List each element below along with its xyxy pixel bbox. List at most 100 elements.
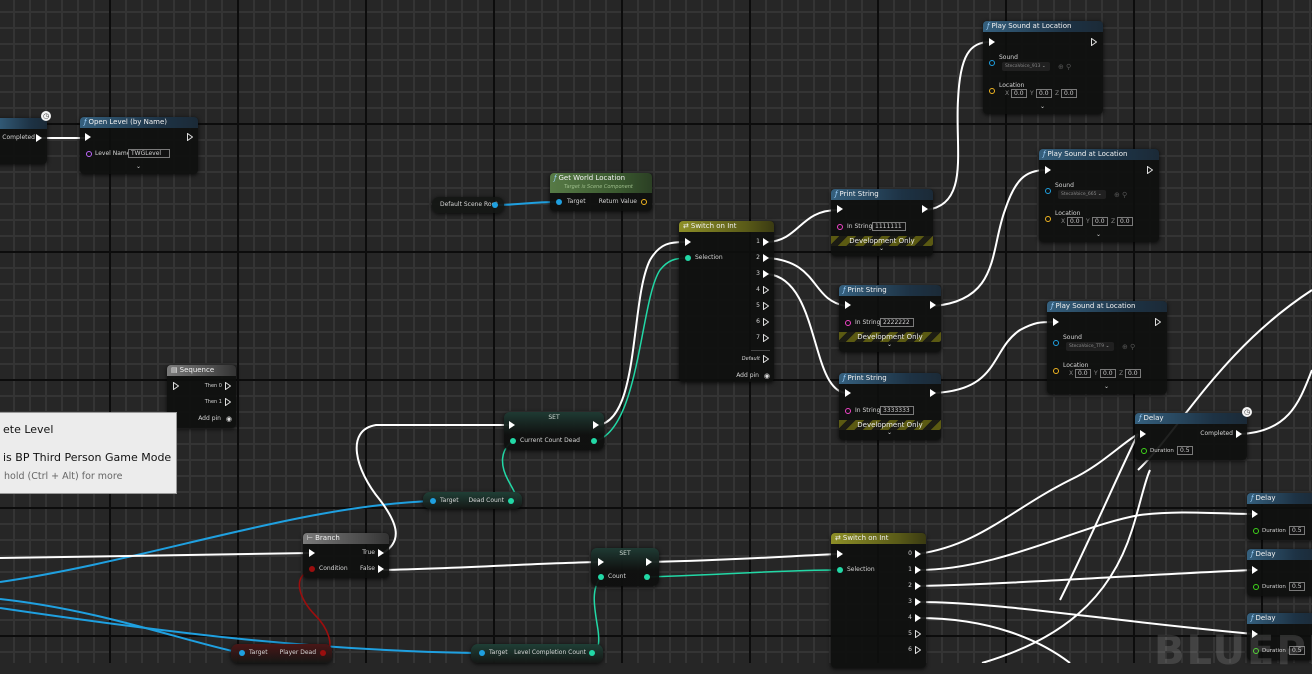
then-1-pin[interactable] xyxy=(225,398,231,406)
switch-bottom-output-pin[interactable] xyxy=(915,614,921,622)
exec-in-pin[interactable] xyxy=(989,38,995,46)
exec-in-pin[interactable] xyxy=(845,389,851,397)
level-completion-count-getter-node[interactable]: Target Level Completion Count xyxy=(471,644,603,663)
count-out-pin[interactable] xyxy=(644,574,650,580)
browse-asset-icon[interactable]: ⊕ xyxy=(1122,343,1128,351)
target-pin[interactable] xyxy=(239,650,245,656)
exec-in-pin[interactable] xyxy=(509,421,515,429)
branch-node[interactable]: ⊢Branch Condition True False xyxy=(303,533,389,578)
sound-asset-dropdown[interactable]: StecaVoice_665 ⌄ xyxy=(1058,190,1106,199)
chevron-down-icon[interactable]: ⌄ xyxy=(879,245,885,252)
location-x-input[interactable]: 0.0 xyxy=(1011,89,1027,98)
search-asset-icon[interactable]: ⚲ xyxy=(1066,63,1072,71)
target-pin[interactable] xyxy=(430,498,436,504)
exec-in-pin[interactable] xyxy=(309,549,315,557)
return-value-pin[interactable] xyxy=(641,199,647,205)
add-pin-label[interactable]: Add pin xyxy=(736,372,759,379)
in-string-pin[interactable] xyxy=(837,224,843,230)
exec-in-pin[interactable] xyxy=(173,382,179,390)
sound-pin[interactable] xyxy=(1045,188,1051,194)
in-string-input[interactable]: 3333333 xyxy=(880,406,914,415)
search-asset-icon[interactable]: ⚲ xyxy=(1130,343,1136,351)
default-scene-root-node[interactable]: Default Scene Root xyxy=(432,197,504,213)
exec-in-pin[interactable] xyxy=(85,133,91,141)
default-exec-pin[interactable] xyxy=(763,355,769,363)
condition-pin[interactable] xyxy=(309,566,315,572)
duration-pin[interactable] xyxy=(1253,648,1259,654)
level-name-pin[interactable] xyxy=(86,151,92,157)
in-string-input[interactable]: 1111111 xyxy=(872,222,906,231)
player-dead-getter-node[interactable]: Target Player Dead xyxy=(231,644,332,663)
search-asset-icon[interactable]: ⚲ xyxy=(1122,191,1128,199)
chevron-down-icon[interactable]: ⌄ xyxy=(1040,103,1046,110)
exec-in-pin[interactable] xyxy=(1053,318,1059,326)
switch-top-output-pin[interactable] xyxy=(763,270,769,278)
exec-out-pin[interactable] xyxy=(593,421,599,429)
location-x-input[interactable]: 0.0 xyxy=(1067,217,1083,226)
exec-out-pin[interactable] xyxy=(1155,318,1161,326)
duration-pin[interactable] xyxy=(1253,528,1259,534)
browse-asset-icon[interactable]: ⊕ xyxy=(1114,191,1120,199)
exec-out-pin[interactable] xyxy=(922,205,928,213)
false-exec-pin[interactable] xyxy=(378,565,384,573)
true-exec-pin[interactable] xyxy=(378,549,384,557)
exec-in-pin[interactable] xyxy=(1140,430,1146,438)
exec-out-pin[interactable] xyxy=(930,301,936,309)
exec-out-pin[interactable] xyxy=(646,558,652,566)
in-string-input[interactable]: 2222222 xyxy=(880,318,914,327)
location-y-input[interactable]: 0.0 xyxy=(1100,369,1116,378)
exec-out-pin[interactable] xyxy=(1147,166,1153,174)
exec-in-pin[interactable] xyxy=(1252,510,1258,518)
exec-out-pin[interactable] xyxy=(930,389,936,397)
level-name-input[interactable]: TWGLevel xyxy=(128,149,170,158)
player-dead-out-pin[interactable] xyxy=(320,650,326,656)
sound-pin[interactable] xyxy=(989,60,995,66)
switch-bottom-output-pin[interactable] xyxy=(915,550,921,558)
add-pin-icon[interactable]: ◉ xyxy=(763,372,770,380)
selection-pin[interactable] xyxy=(837,567,843,573)
exec-in-pin[interactable] xyxy=(1045,166,1051,174)
exec-in-pin[interactable] xyxy=(598,558,604,566)
exec-in-pin[interactable] xyxy=(845,301,851,309)
exec-out-pin[interactable] xyxy=(1091,38,1097,46)
exec-out-pin[interactable] xyxy=(187,133,193,141)
dead-count-out-pin[interactable] xyxy=(508,498,514,504)
completed-exec-pin[interactable] xyxy=(36,134,42,142)
switch-top-output-pin[interactable] xyxy=(763,318,769,326)
switch-top-output-pin[interactable] xyxy=(763,334,769,342)
exec-in-pin[interactable] xyxy=(837,550,843,558)
add-pin-label[interactable]: Add pin xyxy=(198,415,221,422)
current-count-dead-out-pin[interactable] xyxy=(591,438,597,444)
level-completion-count-out-pin[interactable] xyxy=(589,650,595,656)
switch-top-output-pin[interactable] xyxy=(763,254,769,262)
chevron-down-icon[interactable]: ⌄ xyxy=(887,341,893,348)
chevron-down-icon[interactable]: ⌄ xyxy=(136,163,142,170)
switch-bottom-output-pin[interactable] xyxy=(915,646,921,654)
duration-input[interactable]: 0.5 xyxy=(1289,646,1305,655)
browse-asset-icon[interactable]: ⊕ xyxy=(1058,63,1064,71)
then-0-pin[interactable] xyxy=(225,382,231,390)
selection-pin[interactable] xyxy=(685,255,691,261)
location-z-input[interactable]: 0.0 xyxy=(1061,89,1077,98)
timer-node[interactable]: Completed xyxy=(0,118,47,164)
duration-pin[interactable] xyxy=(1253,584,1259,590)
exec-in-pin[interactable] xyxy=(1252,566,1258,574)
dead-count-getter-node[interactable]: Target Dead Count xyxy=(423,492,522,509)
duration-pin[interactable] xyxy=(1141,448,1147,454)
sound-asset-dropdown[interactable]: StecaVoice_913 ⌄ xyxy=(1002,62,1050,71)
sequence-node[interactable]: ▤Sequence Then 0 Then 1 Add pin ◉ xyxy=(167,365,236,428)
duration-input[interactable]: 0.5 xyxy=(1289,526,1305,535)
switch-bottom-output-pin[interactable] xyxy=(915,566,921,574)
duration-input[interactable]: 0.5 xyxy=(1177,446,1193,455)
switch-bottom-output-pin[interactable] xyxy=(915,630,921,638)
exec-in-pin[interactable] xyxy=(1252,630,1258,638)
